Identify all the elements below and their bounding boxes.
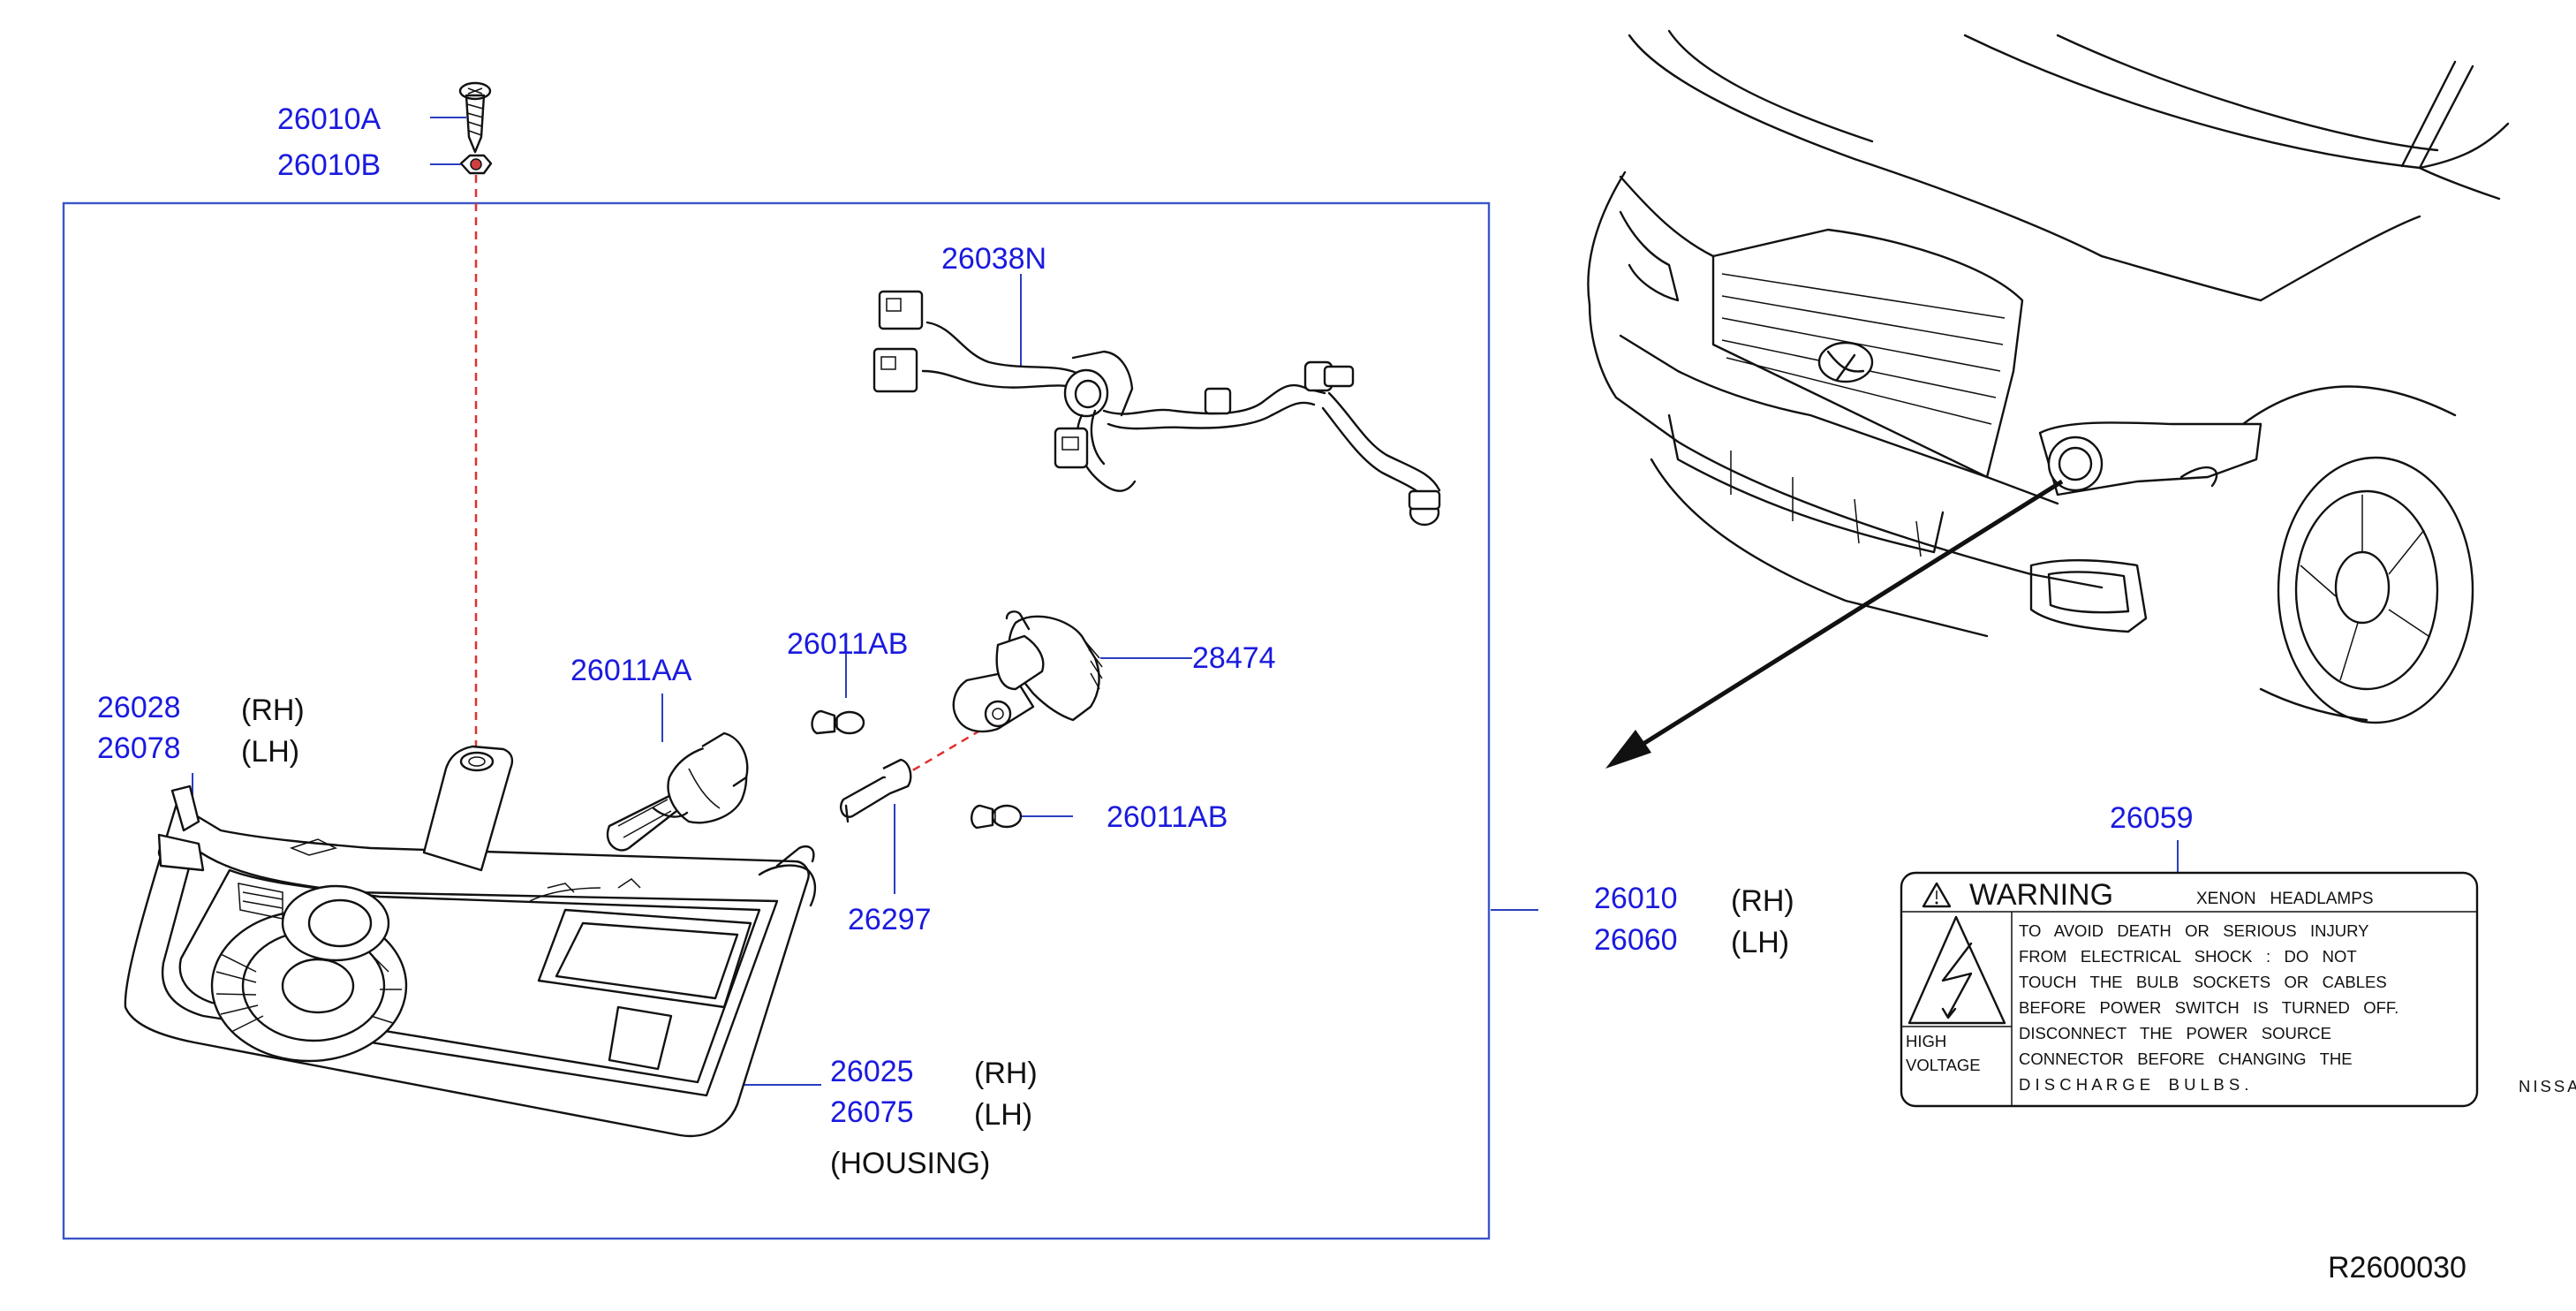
part-26075[interactable]: 26075 bbox=[830, 1095, 914, 1129]
warning-line-3: TOUCH THE BULB SOCKETS OR CABLES bbox=[2019, 973, 2387, 991]
headlamp-assembly-illustration bbox=[124, 745, 817, 1138]
part-26010[interactable]: 26010 bbox=[1594, 882, 1678, 915]
part-26028[interactable]: 26028 bbox=[97, 691, 181, 724]
diagram-id: R2600030 bbox=[2328, 1251, 2466, 1284]
bulb-guide-dashed bbox=[900, 718, 999, 779]
part-26060-side: (LH) bbox=[1731, 926, 1789, 959]
warning-line-1: TO AVOID DEATH OR SERIOUS INJURY bbox=[2019, 921, 2368, 940]
warning-line-2: FROM ELECTRICAL SHOCK : DO NOT bbox=[2019, 947, 2357, 966]
leader-lines bbox=[192, 117, 2179, 1086]
lightning-bolt-icon bbox=[1941, 942, 1973, 1018]
part-26010-side: (RH) bbox=[1731, 884, 1794, 918]
part-26075-side: (LH) bbox=[974, 1098, 1032, 1132]
part-26028-side: (RH) bbox=[241, 693, 305, 727]
part-28474[interactable]: 28474 bbox=[1192, 641, 1276, 675]
wedge-bulb-bottom-illustration bbox=[971, 804, 1023, 830]
warning-title: WARNING bbox=[1969, 878, 2113, 912]
part-26010A[interactable]: 26010A bbox=[277, 102, 381, 136]
wiring-harness-illustration bbox=[873, 290, 1441, 527]
part-26060[interactable]: 26060 bbox=[1594, 923, 1678, 957]
warning-line-6: CONNECTOR BEFORE CHANGING THE bbox=[2019, 1050, 2353, 1068]
high-voltage-line-2: VOLTAGE bbox=[1906, 1056, 1981, 1074]
part-26011AA[interactable]: 26011AA bbox=[570, 654, 692, 687]
part-26025[interactable]: 26025 bbox=[830, 1055, 914, 1088]
part-26059[interactable]: 26059 bbox=[2110, 801, 2194, 835]
warning-line-4: BEFORE POWER SWITCH IS TURNED OFF. bbox=[2019, 998, 2398, 1017]
igniter-illustration bbox=[952, 610, 1103, 733]
clip-nut-illustration bbox=[459, 154, 493, 175]
part-26038N[interactable]: 26038N bbox=[941, 242, 1046, 276]
halogen-bulb-illustration bbox=[606, 731, 749, 852]
assembly-frame bbox=[62, 201, 1491, 1240]
part-26011AB-bottom[interactable]: 26011AB bbox=[1107, 800, 1228, 834]
wedge-bulb-top-illustration bbox=[811, 709, 865, 735]
part-26025-side: (RH) bbox=[974, 1057, 1038, 1090]
xenon-bulb-illustration bbox=[840, 758, 912, 823]
warning-subtitle: XENON HEADLAMPS bbox=[2196, 890, 2374, 908]
warning-line-7: D I S C H A R G E B U L B S . bbox=[2019, 1075, 2248, 1094]
part-26010B[interactable]: 26010B bbox=[277, 148, 381, 182]
part-26078[interactable]: 26078 bbox=[97, 731, 181, 765]
part-26078-side: (LH) bbox=[241, 735, 299, 769]
brand-fragment: NISSA bbox=[2519, 1077, 2576, 1095]
warning-label: WARNING XENON HEADLAMPS TO AVOID DEATH O… bbox=[1900, 871, 2479, 1108]
vehicle-front-illustration bbox=[1587, 29, 2510, 724]
housing-label: (HOUSING) bbox=[830, 1147, 990, 1180]
pointer-arrow bbox=[1605, 479, 2064, 769]
screw-illustration bbox=[458, 81, 492, 154]
part-26011AB-top[interactable]: 26011AB bbox=[787, 627, 908, 661]
high-voltage-icon bbox=[1907, 915, 2006, 1025]
warning-triangle-icon bbox=[1922, 882, 1952, 908]
warning-line-5: DISCONNECT THE POWER SOURCE bbox=[2019, 1024, 2331, 1042]
part-26297[interactable]: 26297 bbox=[848, 903, 932, 936]
high-voltage-line-1: HIGH bbox=[1906, 1032, 1946, 1050]
